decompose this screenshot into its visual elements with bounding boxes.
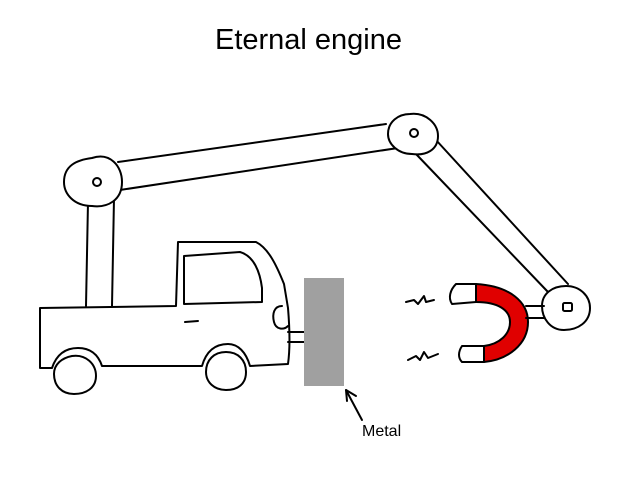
crane-joint-magnet: [540, 284, 592, 332]
crane-boom-upper: [117, 123, 399, 191]
magnet-tip-bottom: [458, 345, 485, 363]
truck: [39, 241, 305, 396]
truck-window: [183, 251, 263, 305]
magnet: [405, 283, 545, 363]
truck-rear-wheel: [52, 354, 98, 396]
magnet-tip-top: [448, 283, 477, 305]
truck-push-rod: [287, 331, 305, 343]
crane-joint-top-pin: [409, 128, 419, 138]
crane-arm: [62, 112, 592, 332]
crane-joint-left-pin: [92, 177, 102, 187]
metal-label: Metal: [362, 423, 402, 440]
magnet-connector: [525, 305, 545, 319]
magnetic-force-squiggle-top: [405, 295, 435, 305]
crane-joint-top: [386, 112, 440, 156]
magnetic-force-squiggle-bottom: [407, 351, 439, 361]
diagram-title: Eternal engine: [214, 24, 403, 56]
truck-headlight: [272, 305, 289, 330]
truck-door-handle: [184, 320, 199, 323]
crane-boom-diagonal: [415, 139, 569, 293]
crane-post: [85, 197, 115, 307]
metal-block: [304, 278, 344, 386]
truck-front-wheel: [204, 350, 248, 392]
metal-pointer-arrow: [345, 389, 363, 421]
crane-joint-magnet-pin: [562, 302, 573, 312]
truck-body: [39, 241, 291, 369]
